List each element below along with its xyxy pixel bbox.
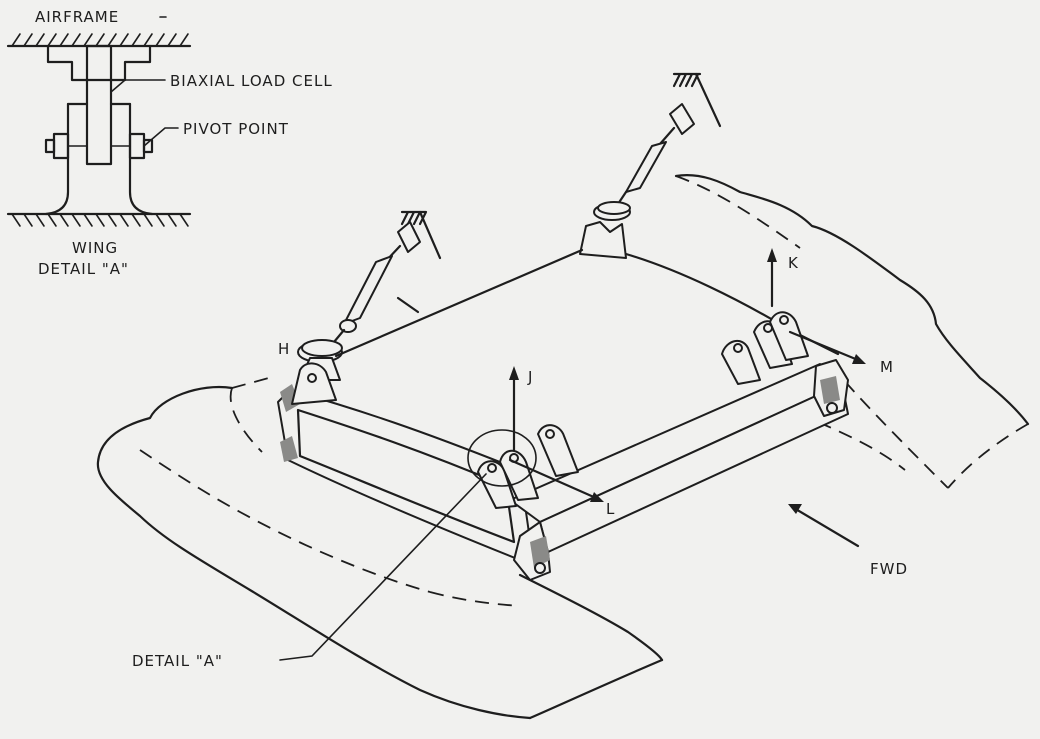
j-label: J	[527, 368, 533, 386]
detail-a-caption: DETAIL "A"	[38, 260, 129, 278]
beam-lugs-rear	[721, 311, 809, 385]
upper-fitting	[46, 44, 152, 82]
pivot-leader	[143, 127, 179, 147]
left-wing-outline	[96, 375, 664, 720]
fwd-arrow	[792, 506, 860, 548]
pivot-point-label: PIVOT POINT	[183, 120, 289, 138]
l-vector	[508, 458, 598, 500]
pivot-bolt	[44, 132, 154, 160]
wing-surface	[6, 212, 192, 227]
support-rod-h	[297, 210, 442, 381]
detail-a-leader	[279, 473, 487, 661]
load-cell	[85, 44, 113, 166]
fixture-plate	[277, 248, 840, 561]
support-rod-rear	[579, 72, 722, 259]
m-label: M	[880, 358, 894, 376]
load-cell-label: BIAXIAL LOAD CELL	[170, 72, 333, 90]
right-wing-outline	[674, 174, 1030, 489]
load-cell-leader	[110, 79, 166, 93]
k-label: K	[788, 254, 799, 272]
h-label: H	[278, 340, 290, 358]
l-label: L	[606, 500, 615, 518]
detail-inset: AIRFRAME BIAXIAL LOAD CELL PIVOT POINT W…	[6, 8, 333, 278]
main-beam	[509, 359, 849, 581]
m-vector	[788, 330, 860, 362]
load-vectors	[508, 248, 866, 548]
detail-a-callout: DETAIL "A"	[132, 652, 223, 670]
detail-a-circle	[467, 429, 537, 487]
wing-label: WING	[72, 239, 118, 257]
airframe-label: AIRFRAME	[35, 8, 119, 26]
bracket-h	[291, 362, 337, 405]
airframe-surface	[6, 33, 192, 48]
beam-lugs-front	[467, 424, 579, 509]
fwd-label: FWD	[870, 560, 908, 578]
